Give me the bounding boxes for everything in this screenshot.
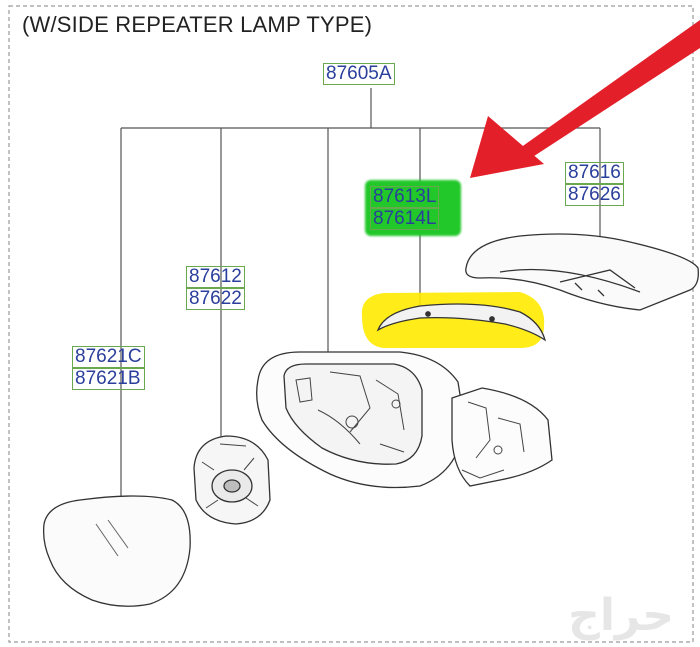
cover-part-labels: 87616 87626	[565, 162, 624, 206]
actuator-part-number-2: 87622	[186, 288, 245, 310]
mirror-glass-part-number-2: 87621B	[72, 368, 145, 390]
mirror-cover-part	[465, 233, 699, 311]
mirror-glass-part-number-1: 87621C	[72, 346, 145, 368]
repeater-lamp-part-number-2: 87614L	[370, 208, 440, 230]
repeater-lamp-part-labels: 87613L 87614L	[370, 186, 440, 230]
diagram-title: (W/SIDE REPEATER LAMP TYPE)	[22, 12, 373, 37]
mirror-glass-part-labels: 87621C 87621B	[72, 346, 145, 390]
repeater-lamp-part	[376, 303, 547, 342]
mirror-glass-part	[42, 495, 191, 607]
dashed-border	[8, 5, 694, 643]
cover-part-number-1: 87616	[565, 162, 624, 184]
red-arrow	[470, 20, 700, 178]
repeater-lamp-part-number-1: 87613L	[370, 186, 440, 208]
assembly-part-label: 87605A	[323, 63, 395, 85]
cover-part-number-2: 87626	[565, 184, 624, 206]
actuator-part	[193, 435, 271, 525]
repeater-lamp-highlight	[361, 292, 545, 348]
actuator-part-labels: 87612 87622	[186, 266, 245, 310]
mirror-housing-part	[256, 351, 553, 489]
haraj-watermark: حراج	[568, 590, 674, 641]
actuator-part-number-1: 87612	[186, 266, 245, 288]
